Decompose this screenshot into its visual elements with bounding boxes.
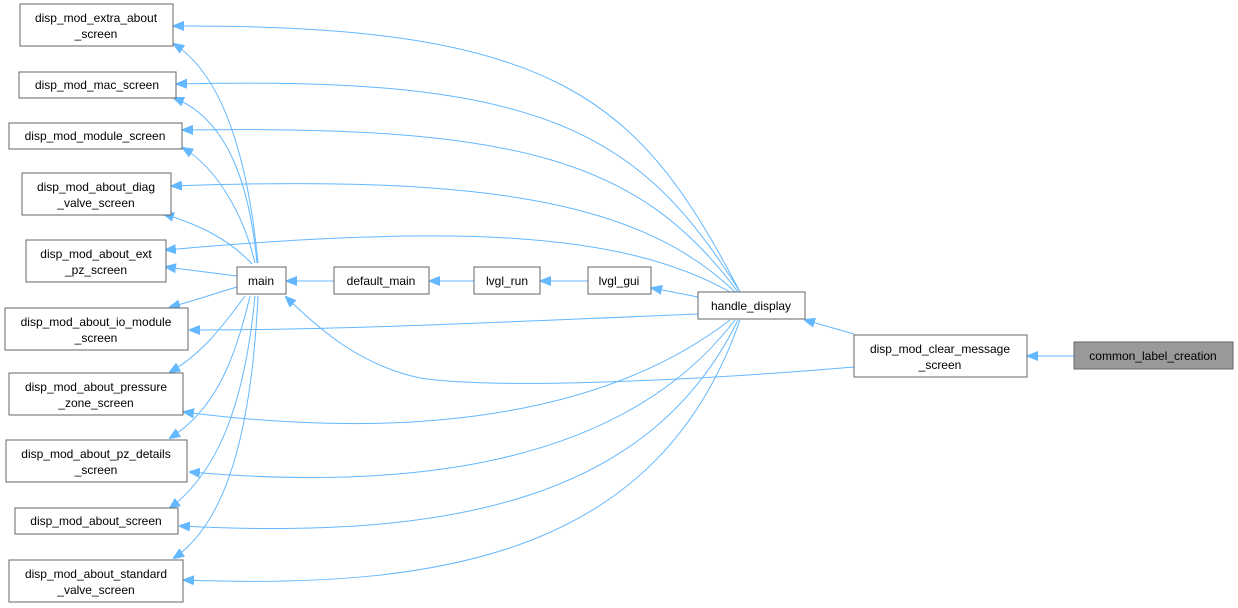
node-disp-mod-about-ext-pz-screen[interactable]: disp_mod_about_ext _pz_screen (25, 239, 167, 283)
node-main[interactable]: main (236, 266, 287, 295)
node-label-line2: _valve_screen (56, 196, 134, 210)
node-disp-mod-about-io-module-screen[interactable]: disp_mod_about_io_module _screen (4, 307, 189, 351)
edge-main-extra-about (174, 44, 259, 264)
node-label-line2: _screen (74, 331, 118, 345)
node-disp-mod-about-diag-valve-screen[interactable]: disp_mod_about_diag _valve_screen (21, 172, 172, 216)
edge-clear-msg-to-handle-display (805, 320, 855, 335)
node-label-line1: disp_mod_about_ext (40, 247, 152, 261)
edge-main-module (183, 148, 256, 264)
edge-hd-about (180, 319, 739, 529)
edge-main-diag (164, 214, 253, 265)
node-label: disp_mod_module_screen (25, 129, 166, 143)
edge-hd-standard (184, 319, 741, 581)
edge-hd-pressure (184, 319, 731, 425)
edge-hd-module (183, 130, 739, 293)
node-disp-mod-about-screen[interactable]: disp_mod_about_screen (14, 507, 179, 535)
edge-main-pressure (170, 295, 246, 372)
node-label-line1: disp_mod_about_standard (25, 567, 167, 581)
node-lvgl-run[interactable]: lvgl_run (473, 266, 541, 295)
edge-main-pzdet (170, 295, 251, 438)
node-disp-mod-module-screen[interactable]: disp_mod_module_screen (8, 122, 183, 150)
node-handle-display[interactable]: handle_display (697, 291, 806, 320)
edge-hd-extra-about (174, 26, 741, 293)
node-label-line1: disp_mod_about_pressure (25, 380, 167, 394)
node-label: common_label_creation (1089, 349, 1216, 363)
node-label-line2: _pz_screen (64, 263, 127, 277)
edge-main-standard (174, 295, 259, 558)
edge-hd-ext (166, 235, 731, 293)
edge-hd-pzdet (190, 319, 736, 478)
node-label: main (248, 274, 274, 288)
node-label-line1: disp_mod_about_pz_details (21, 447, 170, 461)
node-label-line1: disp_mod_clear_message (870, 342, 1010, 356)
edges-chain (286, 281, 1074, 384)
node-disp-mod-about-standard-valve-screen[interactable]: disp_mod_about_standard _valve_screen (8, 559, 184, 603)
node-label: default_main (347, 274, 416, 288)
node-disp-mod-mac-screen[interactable]: disp_mod_mac_screen (18, 71, 177, 99)
edges-handle-display (166, 26, 741, 581)
edge-hd-io (190, 313, 699, 330)
node-label: lvgl_run (486, 274, 528, 288)
node-label-line2: _valve_screen (56, 583, 134, 597)
node-common-label-creation[interactable]: common_label_creation (1073, 341, 1234, 370)
node-lvgl-gui[interactable]: lvgl_gui (587, 266, 652, 295)
node-default-main[interactable]: default_main (333, 266, 430, 295)
node-label-line2: _screen (74, 463, 118, 477)
edge-main-about (170, 295, 256, 508)
node-disp-mod-clear-message-screen[interactable]: disp_mod_clear_message _screen (853, 334, 1028, 378)
node-label: lvgl_gui (599, 274, 640, 288)
node-disp-mod-extra-about-screen[interactable]: disp_mod_extra_about _screen (19, 3, 174, 47)
edge-main-mac (174, 98, 258, 264)
node-label: disp_mod_about_screen (30, 514, 161, 528)
node-label-line2: _zone_screen (57, 396, 133, 410)
edge-main-io (170, 286, 238, 307)
edge-clear-msg-to-main (286, 297, 855, 384)
node-label: handle_display (711, 299, 791, 313)
node-label-line1: disp_mod_about_diag (37, 180, 155, 194)
edge-handle-display-to-lvgl-gui (652, 288, 699, 298)
edge-hd-mac (177, 83, 741, 293)
node-label-line1: disp_mod_extra_about (35, 11, 158, 25)
node-label-line1: disp_mod_about_io_module (21, 315, 172, 329)
node-label: disp_mod_mac_screen (35, 78, 159, 92)
edge-hd-diag (172, 184, 736, 293)
edges-main (164, 44, 259, 558)
node-label-line2: _screen (918, 358, 962, 372)
node-label-line2: _screen (74, 27, 118, 41)
node-disp-mod-about-pressure-zone-screen[interactable]: disp_mod_about_pressure _zone_screen (8, 372, 184, 416)
node-disp-mod-about-pz-details-screen[interactable]: disp_mod_about_pz_details _screen (5, 439, 188, 483)
edge-main-ext (166, 267, 238, 277)
